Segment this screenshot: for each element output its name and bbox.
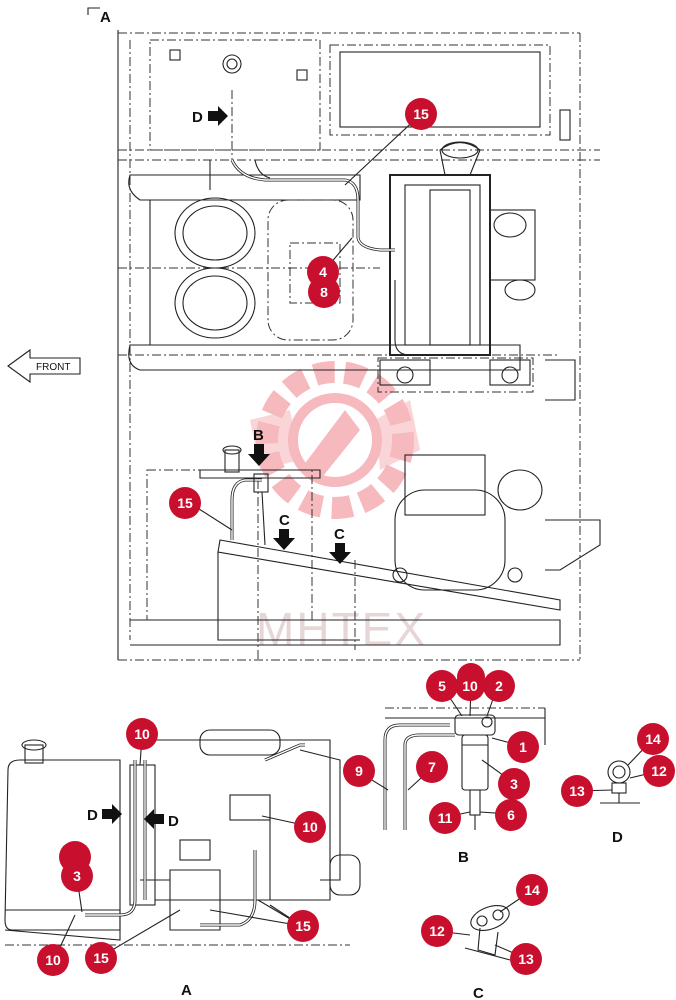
- upper-engine-compartment: [128, 39, 571, 371]
- callout-10-a-right-label: 10: [302, 819, 318, 835]
- callout-4-label: 4: [319, 264, 327, 280]
- view-d-arrow-label-left: D: [87, 807, 98, 824]
- callout-15-a-right[interactable]: 15: [287, 910, 319, 942]
- callout-14-d[interactable]: 14: [637, 723, 669, 755]
- main-view-label: A: [100, 9, 111, 26]
- view-b-arrow[interactable]: B: [248, 427, 270, 466]
- main-view-frame: A: [87, 7, 600, 661]
- callout-11-b[interactable]: 11: [429, 802, 461, 834]
- callout-5-b-label: 5: [438, 678, 446, 694]
- callout-13-c[interactable]: 13: [510, 943, 542, 975]
- watermark-text: MHTEX: [256, 603, 427, 655]
- callout-3-a-label: 3: [73, 868, 81, 884]
- callout-2-b-label: 2: [495, 678, 503, 694]
- callout-10-a-bottom-label: 10: [45, 952, 61, 968]
- callout-10-a-right[interactable]: 10: [294, 811, 326, 843]
- callout-6-b-label: 6: [507, 807, 515, 823]
- callout-13-c-label: 13: [518, 951, 534, 967]
- callout-10-b-label: 10: [462, 678, 478, 694]
- callout-14-c-label: 14: [524, 882, 540, 898]
- watermark-gear-logo: [250, 361, 420, 519]
- callout-5-b[interactable]: 5: [426, 670, 458, 702]
- view-d-arrow-right[interactable]: D: [144, 809, 179, 830]
- callout-15-mid[interactable]: 15: [169, 487, 201, 519]
- view-c-arrow-label-left: C: [279, 512, 290, 529]
- lower-fuel-hoses: [230, 473, 269, 546]
- callout-13-d[interactable]: 13: [561, 775, 593, 807]
- view-a-detail: [4, 729, 361, 946]
- callout-3-b[interactable]: 3: [498, 768, 530, 800]
- front-direction-arrow: FRONT: [7, 348, 81, 384]
- view-d-arrow-label-right: D: [168, 813, 179, 830]
- callout-4[interactable]: 4: [307, 256, 339, 288]
- lower-side-view: [130, 445, 601, 660]
- callout-15-top-label: 15: [413, 106, 429, 122]
- callout-14-c[interactable]: 14: [516, 874, 548, 906]
- callout-3-b-label: 3: [510, 776, 518, 792]
- callout-11-b-label: 11: [438, 810, 453, 826]
- callout-12-d-label: 12: [651, 763, 667, 779]
- callout-15-a-bottom-label: 15: [93, 950, 109, 966]
- callout-14-d-label: 14: [645, 731, 661, 747]
- callout-10-b[interactable]: 10: [455, 671, 485, 701]
- view-c-label: C: [473, 985, 484, 1000]
- view-d-detail: [600, 760, 640, 804]
- callout-15-mid-label: 15: [177, 495, 193, 511]
- callout-3-a[interactable]: 3: [61, 860, 93, 892]
- callout-9-b-label: 9: [355, 763, 363, 779]
- callout-13-d-label: 13: [569, 783, 585, 799]
- upper-fuel-hoses: [209, 159, 395, 252]
- callout-2-b[interactable]: 2: [483, 670, 515, 702]
- callout-15-a-right-label: 15: [295, 918, 311, 934]
- callout-7-b-label: 7: [428, 759, 436, 775]
- callout-10-a-top-label: 10: [134, 726, 150, 742]
- view-d-arrow-left[interactable]: D: [87, 804, 122, 824]
- view-d-label: D: [612, 829, 623, 846]
- view-d-arrow-upper[interactable]: D: [192, 106, 228, 126]
- callout-6-b[interactable]: 6: [495, 799, 527, 831]
- view-a-label: A: [181, 982, 192, 999]
- view-c-arrow-right[interactable]: C: [329, 526, 351, 564]
- view-b-arrow-label: B: [253, 427, 264, 444]
- callout-1-b[interactable]: 1: [507, 731, 539, 763]
- view-b-label: B: [458, 849, 469, 866]
- callout-8-hidden-label: 8: [320, 284, 328, 300]
- callout-10-a-top[interactable]: 10: [126, 718, 158, 750]
- callout-12-c-label: 12: [429, 923, 445, 939]
- view-c-arrow-label-right: C: [334, 526, 345, 543]
- callout-12-c[interactable]: 12: [421, 915, 453, 947]
- front-label: FRONT: [36, 362, 70, 373]
- callout-10-a-bottom[interactable]: 10: [37, 944, 69, 976]
- view-c-detail: [464, 905, 511, 961]
- callout-15-top[interactable]: 15: [405, 98, 437, 130]
- view-a-hoses: [85, 743, 305, 927]
- callout-9-b[interactable]: 9: [343, 755, 375, 787]
- callout-15-a-bottom[interactable]: 15: [85, 942, 117, 974]
- upper-engine-assembly: [377, 141, 576, 401]
- view-d-arrow-label-upper: D: [192, 109, 203, 126]
- view-b-detail: [383, 707, 546, 830]
- callout-1-b-label: 1: [519, 739, 527, 755]
- callout-12-d[interactable]: 12: [643, 755, 675, 787]
- view-c-arrow-left[interactable]: C: [273, 512, 295, 550]
- callout-7-b[interactable]: 7: [416, 751, 448, 783]
